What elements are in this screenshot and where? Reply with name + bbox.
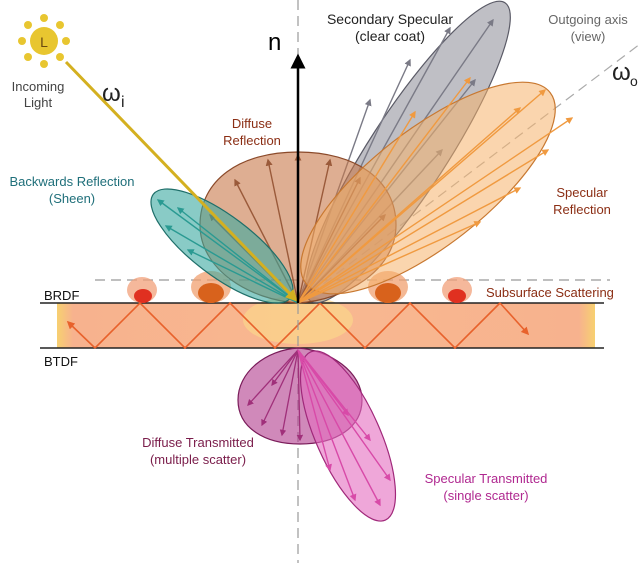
normal-label: n xyxy=(268,29,281,56)
omega-o-symbol: ω xyxy=(612,59,631,86)
subsurface-scattering-label: Subsurface Scattering xyxy=(486,285,614,300)
specular-transmitted-label-2: (single scatter) xyxy=(443,488,528,503)
backwards-reflection-lobe xyxy=(150,188,299,304)
subsurface-blob-4 xyxy=(442,277,472,303)
subsurface-blob-1 xyxy=(127,277,157,303)
sun-icon: L xyxy=(18,14,70,68)
diffuse-reflection-label-1: Diffuse xyxy=(232,116,272,131)
specular-reflection-label-2: Reflection xyxy=(553,202,611,217)
incoming-light-label-1: Incoming xyxy=(12,79,65,94)
backwards-reflection-label-1: Backwards Reflection xyxy=(10,174,135,189)
subsurface-arrow-right xyxy=(499,302,530,336)
diffuse-reflection-label-2: Reflection xyxy=(223,133,281,148)
incoming-light-ray xyxy=(64,60,298,302)
outgoing-axis-label-2: (view) xyxy=(571,29,606,44)
omega-i-symbol: ω xyxy=(102,80,121,107)
subsurface-arrow-left xyxy=(66,320,96,349)
specular-transmitted-label-1: Specular Transmitted xyxy=(425,471,548,486)
btdf-label: BTDF xyxy=(44,354,78,369)
omega-o-subscript: o xyxy=(630,73,638,89)
secondary-specular-label-2: (clear coat) xyxy=(355,28,425,44)
diffuse-transmitted-label-1: Diffuse Transmitted xyxy=(142,435,254,450)
secondary-specular-label-1: Secondary Specular xyxy=(327,11,453,27)
diffuse-transmitted-label-2: (multiple scatter) xyxy=(150,452,246,467)
incoming-light-label-2: Light xyxy=(24,95,53,110)
omega-i-subscript: i xyxy=(121,94,125,111)
outgoing-axis-label-1: Outgoing axis xyxy=(548,12,628,27)
specular-transmitted-lobe xyxy=(297,349,397,522)
backwards-reflection-label-2: (Sheen) xyxy=(49,191,95,206)
brdf-label: BRDF xyxy=(44,288,79,303)
specular-reflection-lobe xyxy=(297,76,574,304)
specular-reflection-label-1: Specular xyxy=(556,185,608,200)
sun-letter: L xyxy=(40,34,48,50)
